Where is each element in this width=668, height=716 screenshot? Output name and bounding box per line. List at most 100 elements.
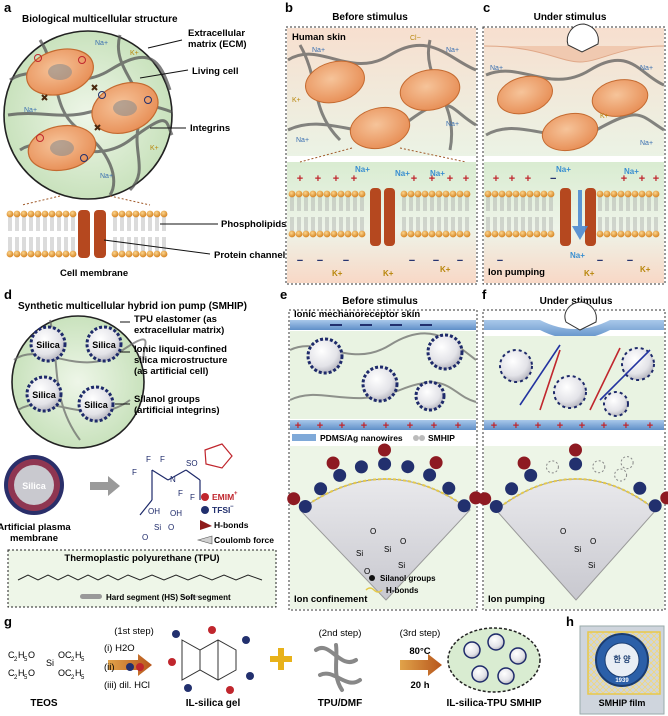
phospholipid-head bbox=[330, 230, 338, 238]
k-ion: K+ bbox=[332, 269, 343, 278]
panel-e-subtitle: Before stimulus bbox=[342, 296, 418, 307]
svg-text:5: 5 bbox=[24, 675, 28, 681]
phospholipid-head bbox=[323, 230, 331, 238]
svg-text:+: + bbox=[429, 173, 435, 185]
anion-marker bbox=[298, 500, 312, 513]
cell-membrane-diagram bbox=[6, 210, 168, 258]
svg-text:2: 2 bbox=[14, 657, 18, 663]
label-artificial-membrane-2: membrane bbox=[10, 533, 58, 544]
phospholipid-head bbox=[55, 250, 63, 258]
phospholipid-tail bbox=[451, 217, 455, 231]
phospholipid-head bbox=[351, 190, 359, 198]
phospholipid-head bbox=[491, 230, 499, 238]
phospholipid-head bbox=[456, 230, 464, 238]
product-label: IL-silica-TPU SMHIP bbox=[446, 698, 541, 709]
phospholipid-tail bbox=[339, 217, 343, 231]
phospholipid-head bbox=[139, 250, 147, 258]
svg-text:+: + bbox=[509, 173, 515, 185]
phospholipid-tail bbox=[113, 237, 117, 251]
na-ion: Na+ bbox=[24, 107, 37, 114]
svg-text:+: + bbox=[621, 173, 627, 185]
svg-text:+: + bbox=[447, 173, 453, 185]
k-ion: K+ bbox=[150, 145, 159, 152]
phospholipid-head bbox=[547, 190, 555, 198]
svg-text:−: − bbox=[597, 255, 603, 267]
phospholipid-head bbox=[302, 190, 310, 198]
phospholipid-tail bbox=[542, 197, 546, 211]
anion-marker bbox=[569, 457, 583, 471]
svg-text:+: + bbox=[513, 420, 519, 432]
teos-label: TEOS bbox=[30, 698, 58, 709]
phospholipid-head bbox=[400, 230, 408, 238]
phospholipid-head bbox=[617, 190, 625, 198]
phospholipid-tail bbox=[521, 217, 525, 231]
phospholipid-tail bbox=[8, 217, 12, 231]
phospholipid-head bbox=[407, 190, 415, 198]
phospholipid-tail bbox=[346, 217, 350, 231]
phospholipid-tail bbox=[409, 197, 413, 211]
phospholipid-tail bbox=[325, 217, 329, 231]
phospholipid-tail bbox=[605, 197, 609, 211]
svg-text:+: + bbox=[463, 173, 469, 185]
phospholipid-tail bbox=[444, 197, 448, 211]
phospholipid-head bbox=[288, 190, 296, 198]
panel-b: b Before stimulus Human skin Na+ Cl− Na+… bbox=[285, 0, 478, 285]
phospholipid-head bbox=[295, 190, 303, 198]
svg-text:H-bonds: H-bonds bbox=[214, 520, 249, 530]
phospholipid-tail bbox=[549, 197, 553, 211]
phospholipid-head bbox=[435, 230, 443, 238]
phospholipid-tail bbox=[43, 237, 47, 251]
phospholipid-head bbox=[48, 250, 56, 258]
cation-marker bbox=[287, 492, 301, 506]
phospholipid-head bbox=[358, 230, 366, 238]
panel-d-title: Synthetic multicellular hybrid ion pump … bbox=[18, 301, 247, 312]
phospholipid-head bbox=[358, 190, 366, 198]
svg-text:5: 5 bbox=[24, 657, 28, 663]
phospholipid-tail bbox=[486, 197, 490, 211]
svg-text:80°C: 80°C bbox=[409, 646, 430, 657]
phospholipid-tail bbox=[654, 197, 658, 211]
svg-text:−: − bbox=[550, 173, 556, 185]
phospholipid-tail bbox=[640, 197, 644, 211]
anion-marker bbox=[378, 457, 392, 471]
phospholipid-head bbox=[512, 230, 520, 238]
svg-text:F: F bbox=[146, 455, 151, 464]
phospholipid-head bbox=[316, 190, 324, 198]
phospholipid-head bbox=[330, 190, 338, 198]
phospholipid-tail bbox=[430, 217, 434, 231]
phospholipid-head bbox=[610, 230, 618, 238]
svg-text:(3rd step): (3rd step) bbox=[400, 628, 441, 639]
svg-text:H: H bbox=[18, 668, 25, 678]
phospholipid-tail bbox=[647, 197, 651, 211]
phospholipid-tail bbox=[437, 197, 441, 211]
cation-marker bbox=[378, 443, 391, 457]
panel-letter-c: c bbox=[483, 0, 490, 15]
phospholipid-tail bbox=[353, 217, 357, 231]
phospholipid-head bbox=[603, 190, 611, 198]
gel-label: IL-silica gel bbox=[186, 698, 241, 709]
phospholipid-head bbox=[337, 190, 345, 198]
phospholipid-tail bbox=[493, 217, 497, 231]
cation-marker bbox=[569, 443, 582, 457]
label-ionic-silica-2: silica microstructure bbox=[134, 355, 227, 366]
svg-text:+: + bbox=[601, 420, 607, 432]
phospholipid-head bbox=[498, 230, 506, 238]
panel-d: d Synthetic multicellular hybrid ion pum… bbox=[0, 287, 277, 608]
phospholipid-head bbox=[442, 230, 450, 238]
svg-text:+: + bbox=[491, 420, 497, 432]
svg-text:(1st step): (1st step) bbox=[114, 626, 154, 637]
phospholipid-head bbox=[111, 250, 119, 258]
anion-marker bbox=[442, 481, 456, 495]
label-artificial-membrane: Artificial plasma bbox=[0, 522, 71, 533]
phospholipid-head bbox=[631, 190, 639, 198]
svg-text:Si: Si bbox=[384, 545, 391, 554]
phospholipid-tail bbox=[15, 237, 19, 251]
anion-marker bbox=[354, 460, 368, 474]
label-ionic-silica-3: (as artificial cell) bbox=[134, 366, 208, 377]
anion-marker bbox=[457, 499, 471, 513]
phospholipid-head bbox=[337, 230, 345, 238]
svg-text:+: + bbox=[383, 420, 389, 432]
panel-c-subtitle: Under stimulus bbox=[534, 12, 607, 23]
